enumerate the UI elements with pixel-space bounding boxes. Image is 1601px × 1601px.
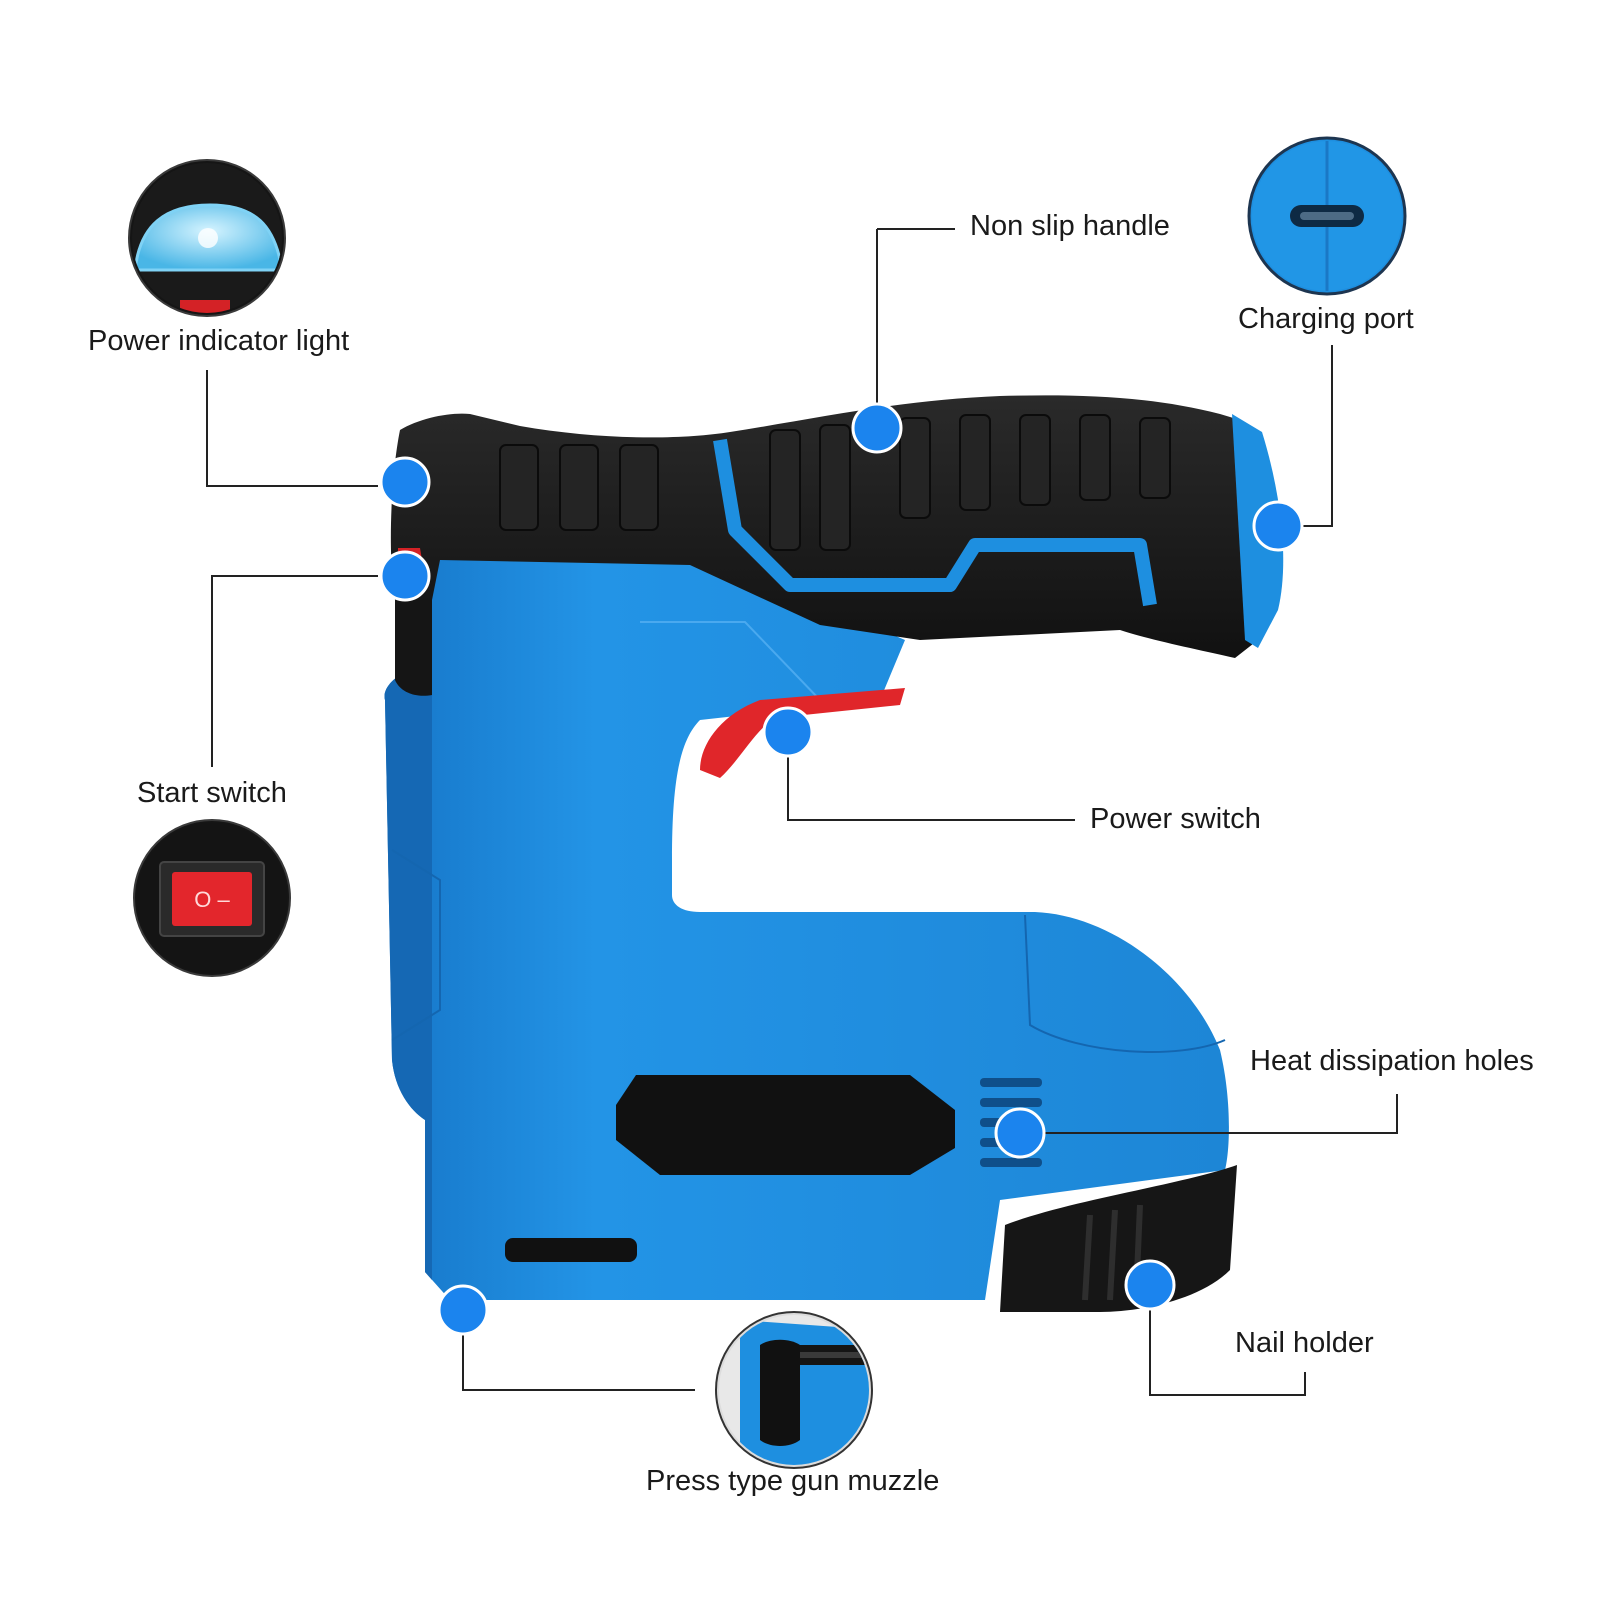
label-heat-dissipation-holes: Heat dissipation holes xyxy=(1250,1045,1534,1077)
rear-dark-block xyxy=(395,600,432,696)
bottom-slot xyxy=(505,1238,637,1262)
callout-dots xyxy=(379,402,1304,1336)
grip-ribs xyxy=(499,414,1171,551)
dot-gun-muzzle xyxy=(437,1284,489,1336)
dot-non-slip-handle xyxy=(851,402,903,454)
nail-holder-base xyxy=(1000,1165,1237,1312)
inset-charging-port xyxy=(1247,136,1407,296)
inset-muzzle xyxy=(715,1311,873,1469)
dot-charging-port xyxy=(1252,500,1304,552)
dot-power-indicator xyxy=(379,456,431,508)
side-window xyxy=(616,1075,955,1175)
body-seam-upper xyxy=(640,621,821,701)
label-charging-port: Charging port xyxy=(1238,303,1414,335)
trigger xyxy=(700,688,905,778)
dot-heat-dissipation xyxy=(994,1107,1046,1159)
start-switch-glyph: O – xyxy=(194,887,230,912)
dot-start-switch xyxy=(379,550,431,602)
label-non-slip-handle: Non slip handle xyxy=(970,210,1170,242)
dot-power-switch xyxy=(762,706,814,758)
label-start-switch: Start switch xyxy=(137,777,287,809)
label-power-indicator-light: Power indicator light xyxy=(88,325,349,357)
inset-start-switch: O – xyxy=(133,819,291,977)
vent-slots xyxy=(980,1078,1042,1167)
body-seam xyxy=(391,849,441,1041)
grip-blue-accent xyxy=(713,438,1157,607)
label-power-switch: Power switch xyxy=(1090,803,1261,835)
dot-nail-holder xyxy=(1124,1259,1176,1311)
label-nail-holder: Nail holder xyxy=(1235,1327,1374,1359)
label-press-type-gun-muzzle: Press type gun muzzle xyxy=(646,1465,939,1497)
labels: Power indicator light Non slip handle Ch… xyxy=(88,210,1534,1497)
tool-body-front-edge xyxy=(384,668,432,1280)
inset-power-indicator xyxy=(128,159,286,317)
tool-body xyxy=(384,560,1229,1300)
rocker-switch-icon xyxy=(172,872,252,926)
nail-gun-illustration xyxy=(384,395,1284,1312)
body-seam-top xyxy=(1024,914,1226,1053)
leader-lines xyxy=(206,228,1398,1396)
